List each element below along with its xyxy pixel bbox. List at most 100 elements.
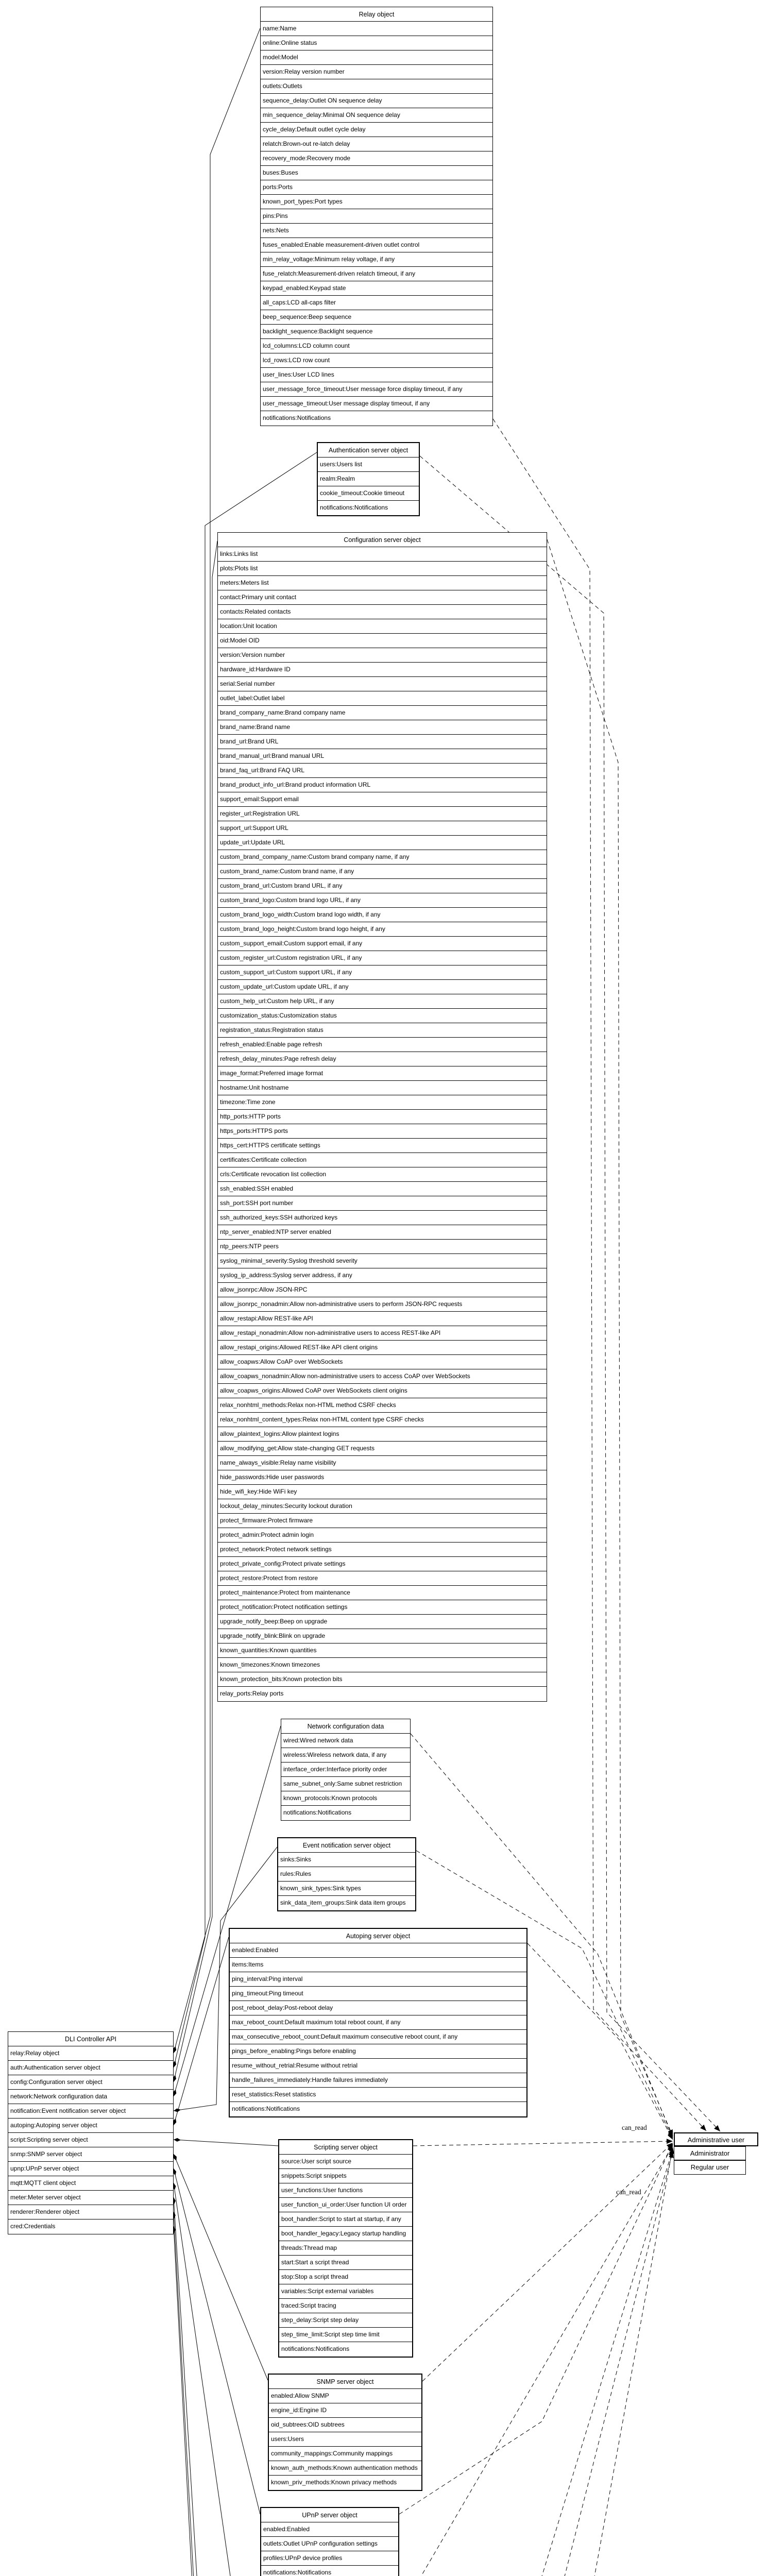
composition-edge-renderer (172, 2211, 194, 2576)
attribute-row: user_message_force_timeout:User message … (261, 382, 492, 397)
attribute-row: sink_data_item_groups:Sink data item gro… (280, 1899, 406, 1906)
attribute-row: outlets:Outlets (261, 79, 492, 94)
attribute-row: allow_restapi_origins:Allowed REST-like … (218, 1341, 547, 1355)
object-title-network: Network configuration data (281, 1719, 410, 1734)
attribute-row: users:Users list (318, 457, 419, 472)
attribute-row: sinks:Sinks (278, 1853, 415, 1867)
attribute-row: stop:Stop a script thread (279, 2270, 412, 2284)
can-read-edge-snmp (422, 2142, 673, 2382)
can-read-edge-autoping (527, 1943, 673, 2140)
attribute-row: contact:Primary unit contact (218, 590, 547, 605)
attribute-row: hide_passwords:Hide user passwords (218, 1470, 547, 1485)
attribute-row: user_function_ui_order:User function UI … (279, 2198, 412, 2212)
attribute-row: cookie_timeout:Cookie timeout (318, 486, 419, 501)
permission-edges (399, 418, 721, 2576)
attribute-row: known_priv_methods:Known privacy methods (271, 2479, 397, 2486)
attribute-row: syslog_ip_address:Syslog server address,… (218, 1268, 547, 1283)
attribute-row: custom_register_url:Custom registration … (218, 951, 547, 965)
attribute-row: brand_company_name:Brand company name (218, 706, 547, 720)
user-box-admin_user: Administrative user (674, 2132, 758, 2146)
attribute-row: notifications:Notifications (263, 2569, 332, 2576)
attribute-row: meter:Meter server object (8, 2191, 173, 2205)
attribute-row: brand_faq_url:Brand FAQ URL (218, 764, 547, 778)
attribute-row: brand_url:Brand URL (218, 735, 547, 749)
attribute-row: ports:Ports (261, 180, 492, 195)
attribute-row: lockout_delay_minutes:Security lockout d… (218, 1499, 547, 1514)
attribute-row: outlet_label:Outlet label (218, 691, 547, 706)
composition-edge-network (173, 1725, 281, 2097)
attribute-row: cred:Credentials (10, 2223, 56, 2230)
attribute-row: ssh_port:SSH port number (218, 1196, 547, 1211)
composition-edge-relay (173, 28, 261, 2054)
attribute-row: profiles:UPnP device profiles (261, 2551, 398, 2566)
can-read-edge-credentials (564, 2151, 674, 2576)
attribute-row: refresh_delay_minutes:Page refresh delay (218, 1052, 547, 1066)
attribute-row: user_message_timeout:User message displa… (261, 397, 492, 411)
attribute-row: version:Version number (218, 648, 547, 663)
attribute-row: custom_brand_url:Custom brand URL, if an… (218, 879, 547, 893)
attribute-row: handle_failures_immediately:Handle failu… (230, 2073, 526, 2088)
attribute-row: pings_before_enabling:Pings before enabl… (230, 2044, 526, 2059)
attribute-row: upgrade_notify_beep:Beep on upgrade (218, 1615, 547, 1629)
object-title-script: Scripting server object (279, 2140, 412, 2155)
user-box-regular_user: Regular user (674, 2160, 746, 2175)
can-read-edge-notification (416, 1850, 673, 2139)
attribute-row: snippets:Script snippets (279, 2169, 412, 2183)
attribute-row: oid:Model OID (218, 634, 547, 648)
attribute-row: network:Network configuration data (8, 2090, 173, 2104)
attribute-row: custom_help_url:Custom help URL, if any (218, 994, 547, 1009)
attribute-row: min_sequence_delay:Minimal ON sequence d… (261, 108, 492, 123)
object-title-snmp: SNMP server object (269, 2375, 421, 2389)
attribute-row: custom_support_email:Custom support emai… (218, 937, 547, 951)
attribute-row: traced:Script tracing (279, 2299, 412, 2313)
composition-edge-notification (173, 1846, 278, 2112)
attribute-row: version:Relay version number (261, 65, 492, 79)
attribute-row: hardware_id:Hardware ID (218, 663, 547, 677)
attribute-row: wireless:Wireless network data, if any (281, 1748, 410, 1762)
attribute-row: mqtt:MQTT client object (8, 2176, 173, 2191)
object-title-notification: Event notification server object (278, 1838, 415, 1853)
attribute-row: engine_id:Engine ID (269, 2403, 421, 2418)
attribute-row: https_cert:HTTPS certificate settings (218, 1139, 547, 1153)
can-read-edge-config (547, 539, 673, 2137)
attribute-row: known_port_types:Port types (261, 195, 492, 209)
attribute-row: boot_handler:Script to start at startup,… (279, 2212, 412, 2227)
attribute-row: crls:Certificate revocation list collect… (218, 1167, 547, 1182)
can-read-edge-renderer (541, 2149, 674, 2576)
composition-edge-snmp (173, 2154, 268, 2381)
attribute-row: recovery_mode:Recovery mode (261, 151, 492, 166)
attribute-row: rules:Rules (278, 1867, 415, 1882)
attribute-row: allow_restapi_nonadmin:Allow non-adminis… (218, 1326, 547, 1341)
attribute-row: allow_coapws_nonadmin:Allow non-administ… (218, 1369, 547, 1384)
attribute-row: known_protocols:Known protocols (281, 1791, 410, 1806)
attribute-row: all_caps:LCD all-caps filter (261, 296, 492, 310)
attribute-row: known_auth_methods:Known authentication … (269, 2461, 421, 2476)
can-read-edge-meter (594, 2147, 674, 2576)
attribute-row: user_lines:User LCD lines (261, 368, 492, 382)
attribute-row: relatch:Brown-out re-latch delay (261, 137, 492, 151)
attribute-row: timezone:Time zone (218, 1095, 547, 1110)
attribute-row: allow_modifying_get:Allow state-changing… (218, 1442, 547, 1456)
attribute-row: lcd_rows:LCD row count (261, 353, 492, 368)
attribute-row: ntp_peers:NTP peers (218, 1240, 547, 1254)
attribute-row: renderer:Renderer object (8, 2205, 173, 2219)
attribute-row: support_email:Support email (218, 792, 547, 807)
composition-edge-meter (172, 2197, 197, 2576)
can-read-edge-script (413, 2139, 673, 2146)
attribute-row: oid_subtrees:OID subtrees (269, 2418, 421, 2432)
attribute-row: custom_brand_logo_width:Custom brand log… (218, 908, 547, 922)
attribute-row: community_mappings:Community mappings (269, 2447, 421, 2461)
attribute-row: lcd_columns:LCD column count (261, 339, 492, 353)
attribute-row: custom_support_url:Custom support URL, i… (218, 965, 547, 980)
attribute-row: registration_status:Registration status (218, 1023, 547, 1038)
attribute-row: enabled:Allow SNMP (269, 2389, 421, 2403)
attribute-row: post_reboot_delay:Post-reboot delay (230, 2001, 526, 2015)
attribute-row: threads:Thread map (279, 2241, 412, 2256)
attribute-row: support_url:Support URL (218, 821, 547, 836)
attribute-row: config:Configuration server object (8, 2075, 173, 2090)
